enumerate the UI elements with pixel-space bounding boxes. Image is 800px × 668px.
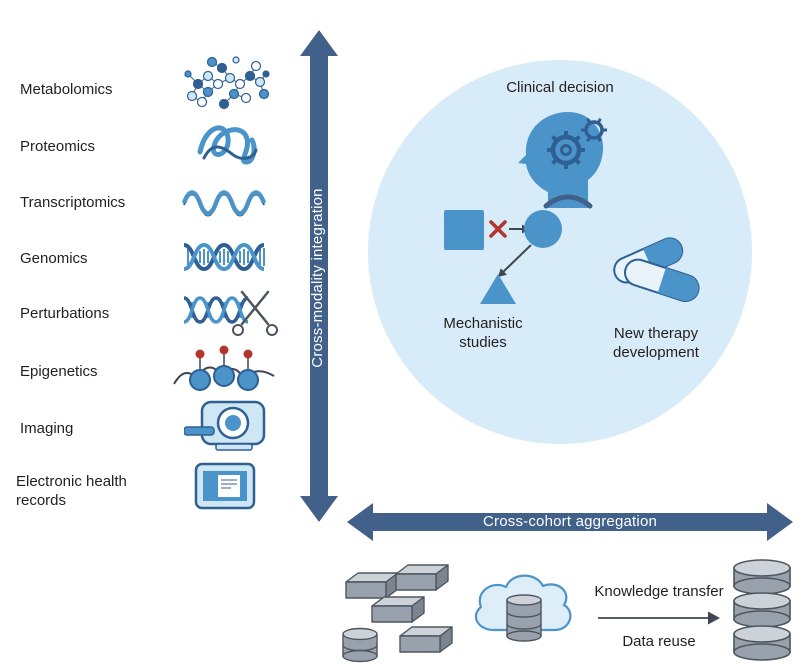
cross-modality-axis-label: Cross-modality integration [309, 188, 326, 368]
modality-label-metabolomics: Metabolomics [20, 81, 113, 98]
mechanistic-studies-label: Mechanistic studies [443, 315, 523, 352]
new-therapy-pills-icon [613, 237, 700, 303]
triangle-shape [480, 274, 516, 304]
data-reuse-label: Data reuse [622, 633, 696, 650]
gear-icon [547, 131, 585, 169]
data-slab [371, 596, 425, 623]
new-therapy-label: New therapy development [613, 325, 699, 362]
modality-label-imaging: Imaging [20, 420, 74, 437]
data-blocks-icon [342, 564, 453, 663]
cross-modality-arrow [300, 30, 338, 522]
knowledge-transfer-label: Knowledge transfer [594, 583, 724, 600]
cross-cohort-axis-label: Cross-cohort aggregation [482, 513, 658, 530]
red-x-icon [489, 220, 507, 238]
circle-shape [524, 210, 562, 248]
proteomics-protein-icon [197, 125, 258, 165]
data-slab [345, 572, 399, 599]
metabolomics-molecule-icon [184, 56, 270, 110]
data-slab [399, 626, 453, 653]
target-database-icon [733, 559, 791, 661]
database-icon [506, 594, 542, 642]
data-slab [395, 564, 449, 591]
small-gear-icon [581, 117, 607, 143]
clinical-decision-head-icon [518, 112, 607, 209]
transcriptomics-rna-icon [181, 190, 267, 217]
cloud-database-icon [474, 574, 572, 642]
cross-cohort-arrow [347, 503, 793, 541]
modality-label-proteomics: Proteomics [20, 138, 96, 155]
mechanistic-shapes-icon [444, 210, 562, 304]
modality-label-perturbations: Perturbations [20, 305, 110, 322]
transfer-arrow [598, 611, 720, 625]
ehr-tablet-icon [194, 462, 256, 510]
modality-label-ehr: Electronic health records [16, 473, 127, 510]
scissors-icon [232, 290, 278, 336]
perturbations-dna-scissors-icon [183, 290, 278, 336]
genomics-dna-icon [183, 242, 265, 272]
epigenetics-nucleosome-icon [173, 345, 275, 391]
modality-label-transcriptomics: Transcriptomics [20, 194, 126, 211]
modality-label-epigenetics: Epigenetics [20, 363, 98, 380]
imaging-mri-icon [184, 400, 266, 451]
square-shape [444, 210, 484, 250]
clinical-decision-label: Clinical decision [506, 79, 614, 96]
modality-label-genomics: Genomics [20, 250, 88, 267]
